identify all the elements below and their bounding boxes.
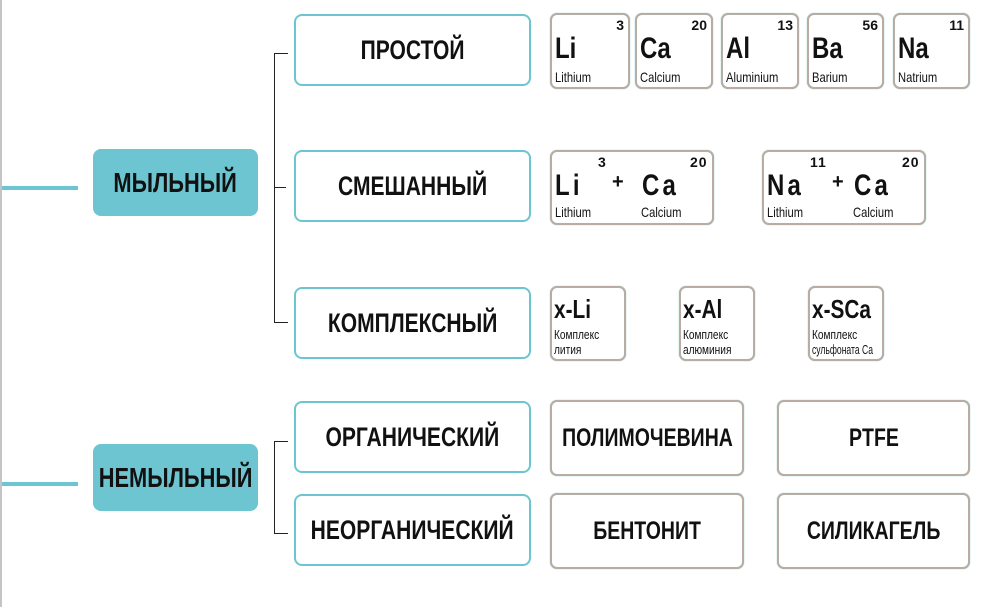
element-name: Aluminium [726,69,779,85]
element-symbol: Na [898,32,929,65]
category-organic: ОРГАНИЧЕСКИЙ [294,401,531,473]
item-label: ПОЛИМОЧЕВИНА [561,423,733,452]
element-name: Calcium [853,204,894,220]
mixed-tile-li-ca: Li 3 + Ca 20 Lithium Calcium [550,150,714,225]
element-name: Lithium [767,204,804,220]
nonsoap-label: НЕМЫЛЬНЫЙ [98,461,253,493]
category-inorganic: НЕОРГАНИЧЕСКИЙ [294,494,531,566]
soap-node: МЫЛЬНЫЙ [93,149,258,216]
element-symbol: Li [555,32,577,65]
element-tile-na: Na 11 Natrium [893,13,970,89]
element-number: 11 [810,154,827,170]
element-name: Calcium [640,69,681,85]
element-number: 20 [690,154,708,170]
category-label: НЕОРГАНИЧЕСКИЙ [310,514,515,545]
element-number: 3 [616,17,624,33]
element-name: Natrium [898,69,938,85]
plus-sign: + [832,171,844,193]
element-name: Barium [812,69,848,85]
element-name: Lithium [555,204,592,220]
complex-tile-al: x-Al Комплекс алюминия [679,286,755,361]
item-label: БЕНТОНИТ [593,516,701,545]
left-edge-divider [0,0,2,607]
element-number: 20 [691,17,707,33]
complex-name-line1: Комплекс [554,327,600,342]
element-symbol: Ca [642,169,680,202]
complex-tile-sca: x-SCa Комплекс сульфоната Ca [808,286,884,361]
element-number: 56 [862,17,878,33]
item-label: PTFE [848,423,899,452]
element-symbol: Li [555,169,583,202]
nonsoap-node: НЕМЫЛЬНЫЙ [93,444,258,511]
item-label: СИЛИКАГЕЛЬ [806,516,941,545]
element-symbol: Na [767,169,805,202]
element-number: 20 [902,154,920,170]
element-tile-al: Al 13 Aluminium [721,13,799,89]
category-mixed: СМЕШАННЫЙ [294,150,531,222]
element-number: 13 [777,17,793,33]
complex-name-line2: алюминия [683,342,732,357]
element-tile-ca: Ca 20 Calcium [635,13,713,89]
element-symbol: Al [726,32,750,65]
category-label: КОМПЛЕКСНЫЙ [327,307,498,338]
element-symbol: Ca [640,32,671,65]
complex-symbol: x-SCa [812,294,871,324]
item-polyurea: ПОЛИМОЧЕВИНА [550,400,744,476]
complex-name-line1: Комплекс [812,327,858,342]
connector-line-nonsoap [2,482,78,486]
category-complex: КОМПЛЕКСНЫЙ [294,287,531,359]
element-number: 3 [598,154,606,170]
complex-symbol: x-Al [683,294,723,324]
category-label: ОРГАНИЧЕСКИЙ [325,421,500,452]
plus-sign: + [612,171,624,193]
element-name: Calcium [641,204,682,220]
complex-tile-li: x-Li Комплекс лития [550,286,626,361]
complex-name-line2: сульфоната Ca [812,342,873,357]
element-tile-ba: Ba 56 Barium [807,13,884,89]
category-label: ПРОСТОЙ [360,34,465,65]
element-tile-li: Li 3 Lithium [550,13,630,89]
category-simple: ПРОСТОЙ [294,14,531,86]
connector-line-soap [2,186,78,190]
complex-name-line2: лития [554,342,582,357]
item-bentonite: БЕНТОНИТ [550,493,744,569]
item-silica-gel: СИЛИКАГЕЛЬ [777,493,970,569]
item-ptfe: PTFE [777,400,970,476]
element-symbol: Ca [854,169,892,202]
soap-label: МЫЛЬНЫЙ [113,166,238,198]
complex-symbol: x-Li [554,294,591,324]
element-number: 11 [949,17,964,33]
complex-name-line1: Комплекс [683,327,729,342]
element-name: Lithium [555,69,592,85]
element-symbol: Ba [812,32,843,65]
category-label: СМЕШАННЫЙ [337,170,488,201]
mixed-tile-na-ca: Na 11 + Ca 20 Lithium Calcium [762,150,926,225]
